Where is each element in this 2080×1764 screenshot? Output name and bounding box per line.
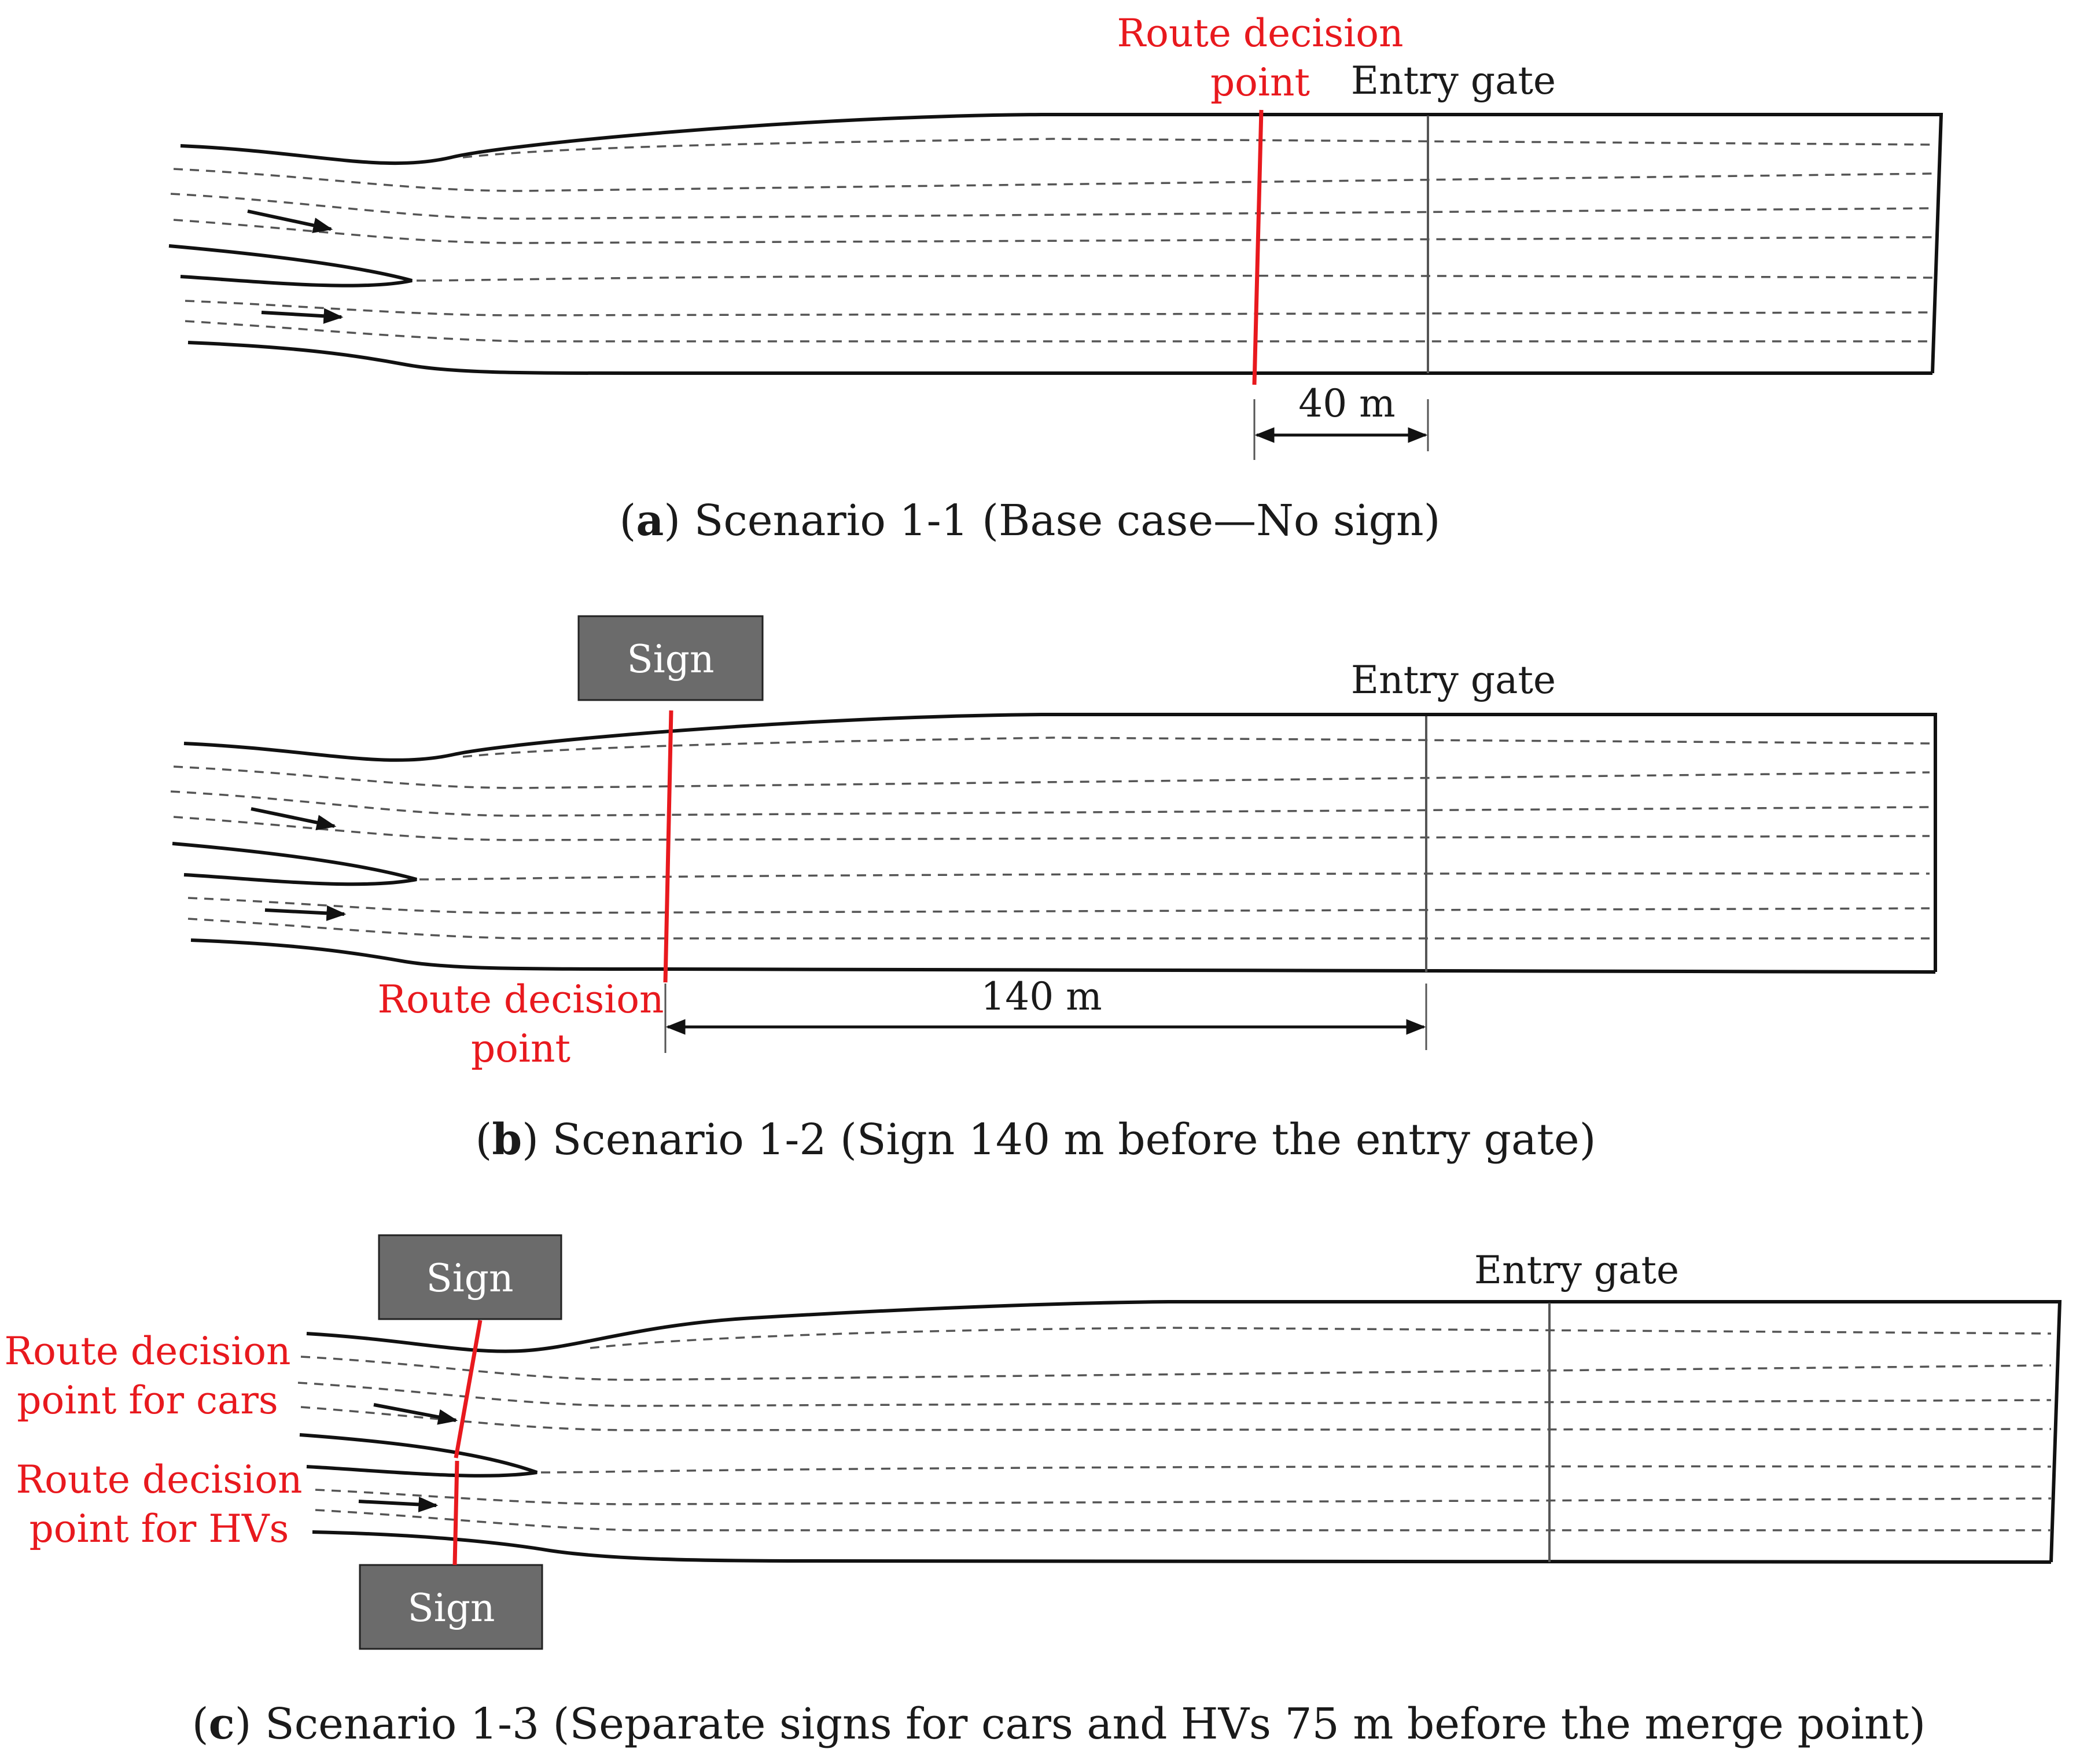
lane-markings <box>170 138 1933 343</box>
route-decision-line <box>663 710 673 983</box>
flow-arrow-upper <box>373 1403 458 1425</box>
sign-label-top: Sign <box>426 1256 513 1301</box>
caption-a: (a) Scenario 1-1 (Base case—No sign) <box>619 496 1440 546</box>
flow-arrow-lower <box>264 905 347 922</box>
flow-arrow-lower <box>358 1496 439 1512</box>
road-top-edge <box>180 113 1943 374</box>
panel-a: Route decision point Entry gate 40 m (a)… <box>168 11 1943 546</box>
flow-arrow-upper <box>251 807 337 831</box>
entry-gate-label: Entry gate <box>1351 658 1556 702</box>
route-decision-label-l1: Route decision <box>377 977 664 1022</box>
flow-arrow-lower <box>261 308 344 324</box>
route-decision-line-cars <box>454 1320 483 1459</box>
panel-b: Sign Entry gate Route decision point 140… <box>170 615 1937 1165</box>
entry-gate-label: Entry gate <box>1474 1248 1679 1292</box>
caption-letter: c <box>209 1699 235 1749</box>
gore-island <box>172 842 417 886</box>
road-bottom-edge <box>190 938 1936 974</box>
flow-arrow-upper <box>247 209 333 233</box>
caption-text: Scenario 1-2 (Sign 140 m before the entr… <box>552 1115 1596 1165</box>
road-top-edge <box>183 713 1937 972</box>
cars-label-l1: Route decision <box>4 1329 290 1373</box>
cars-label-l2: point for cars <box>17 1378 278 1423</box>
entry-gate-label: Entry gate <box>1351 58 1556 103</box>
caption-text: Scenario 1-3 (Separate signs for cars an… <box>265 1699 1926 1749</box>
route-decision-line-hvs <box>452 1460 459 1566</box>
hvs-label-l1: Route decision <box>16 1457 302 1502</box>
caption-letter: a <box>636 496 664 546</box>
route-decision-line <box>1252 109 1264 385</box>
caption-text: Scenario 1-1 (Base case—No sign) <box>694 496 1441 546</box>
lane-markings <box>170 736 1930 940</box>
sign-label-bottom: Sign <box>407 1586 495 1630</box>
distance-label: 140 m <box>981 974 1102 1019</box>
panel-c: Sign Sign Entry gate Route decision poin… <box>4 1234 2062 1749</box>
gore-island <box>299 1433 538 1478</box>
road-bottom-edge <box>312 1530 2052 1564</box>
sign-box <box>577 615 764 701</box>
route-decision-label-l1: Route decision <box>1117 11 1403 56</box>
distance-label: 40 m <box>1298 381 1396 426</box>
road-bottom-edge <box>187 341 1932 375</box>
sign-box-top <box>378 1234 562 1320</box>
route-decision-label-l2: point <box>1210 60 1310 105</box>
caption-letter: b <box>492 1115 522 1165</box>
road-top-edge <box>306 1300 2062 1563</box>
caption-b: (b) Scenario 1-2 (Sign 140 m before the … <box>475 1115 1596 1165</box>
hvs-label-l2: point for HVs <box>30 1507 289 1551</box>
caption-c: (c) Scenario 1-3 (Separate signs for car… <box>192 1699 1926 1749</box>
sign-label: Sign <box>627 637 714 682</box>
lane-markings <box>297 1327 2052 1531</box>
sign-box-bottom <box>359 1564 543 1650</box>
gore-island <box>168 244 413 288</box>
route-decision-label-l2: point <box>471 1026 570 1071</box>
